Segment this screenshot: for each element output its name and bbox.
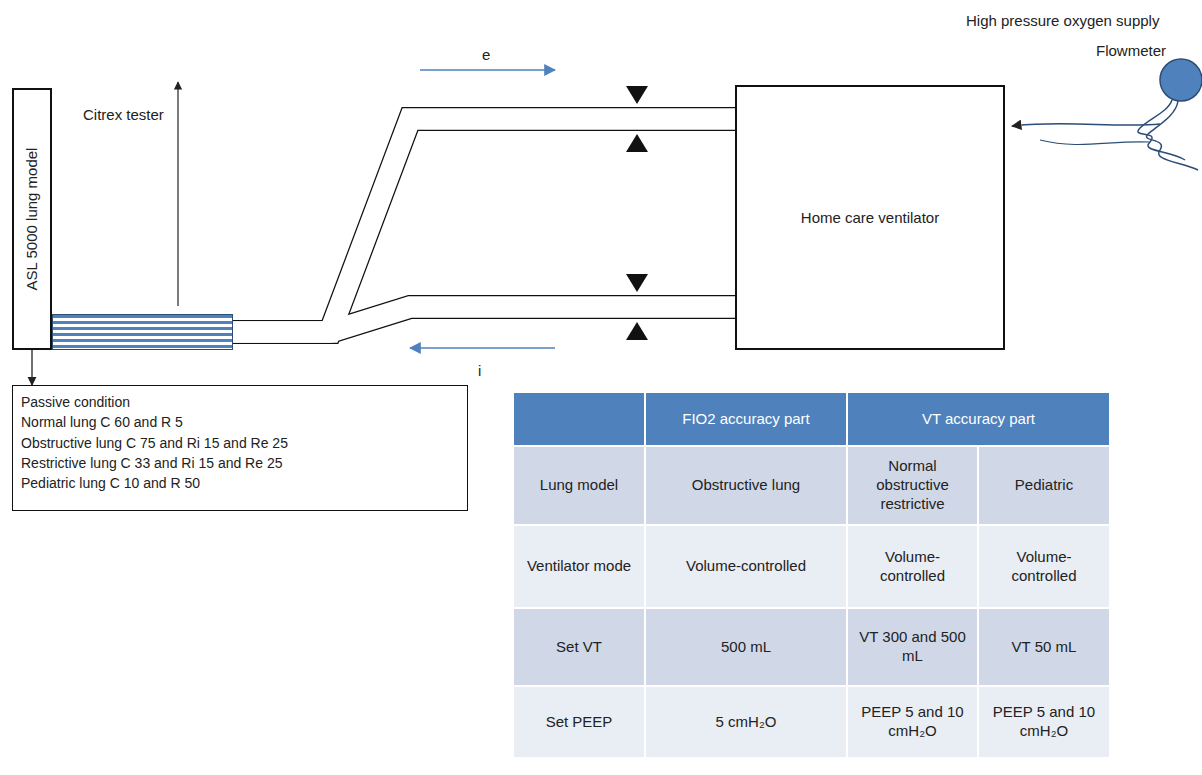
table-cell: Volume-controlled xyxy=(978,525,1110,608)
table-cell: Set PEEP xyxy=(513,686,645,758)
oxygen-hose xyxy=(1012,124,1160,126)
cell-text: 500 mL xyxy=(721,638,771,657)
table-cell: Volume-controlled xyxy=(847,525,978,608)
cell-text: Normal obstructive restrictive xyxy=(856,457,969,513)
condition-line: Obstructive lung C 75 and Ri 15 and Re 2… xyxy=(21,433,459,453)
device-label: Flowmeter xyxy=(1096,42,1166,61)
condition-line: Pediatric lung C 10 and R 50 xyxy=(21,473,459,493)
oxygen-hose xyxy=(1040,140,1150,145)
connector-line xyxy=(31,350,32,385)
leader-arrow xyxy=(177,82,178,306)
cell-text: Volume-controlled xyxy=(987,548,1101,586)
flowmeter-symbol xyxy=(1160,59,1202,101)
box-title: Home care ventilator xyxy=(801,208,939,228)
table-header-cell: VT accuracy part xyxy=(847,392,1110,446)
cell-text: Obstructive lung xyxy=(692,476,800,495)
flow-arrow xyxy=(420,69,555,71)
table-cell: Normal obstructive restrictive xyxy=(847,446,978,525)
supply-label: High pressure oxygen supply xyxy=(966,12,1159,31)
condition-line: Normal lung C 60 and R 5 xyxy=(21,412,459,432)
cell-text: FIO2 accuracy part xyxy=(682,410,810,429)
box-heading: Passive condition xyxy=(21,392,459,412)
cell-text: Set PEEP xyxy=(546,713,613,732)
flow-label: e xyxy=(482,46,490,65)
table-cell: Volume-controlled xyxy=(645,525,847,608)
table-cell: Ventilator mode xyxy=(513,525,645,608)
cell-text: Volume-controlled xyxy=(856,548,969,586)
table-header-cell: FIO2 accuracy part xyxy=(645,392,847,446)
table-cell: VT 50 mL xyxy=(978,608,1110,686)
table-cell: Set VT xyxy=(513,608,645,686)
table-header-cell xyxy=(513,392,645,446)
tube-wall xyxy=(233,119,735,332)
citrex-tester: Citrex tester xyxy=(52,314,233,350)
table-cell: 500 mL xyxy=(645,608,847,686)
cell-text: PEEP 5 and 10 cmH₂O xyxy=(856,703,969,741)
table-cell: VT 300 and 500 mL xyxy=(847,608,978,686)
device-label: Citrex tester xyxy=(83,105,164,125)
cell-text: PEEP 5 and 10 cmH₂O xyxy=(987,703,1101,741)
lung-model-box: ASL 5000 lung model xyxy=(12,88,52,350)
flow-label: i xyxy=(478,362,481,381)
valve-symbol xyxy=(626,274,648,292)
valve-symbol xyxy=(626,322,648,340)
table-cell: PEEP 5 and 10 cmH₂O xyxy=(847,686,978,758)
cell-text: Set VT xyxy=(556,638,602,657)
cell-text: VT 300 and 500 mL xyxy=(856,628,969,666)
ventilator-box: Home care ventilator xyxy=(735,85,1005,350)
table-cell: Pediatric xyxy=(978,446,1110,525)
tube-bore xyxy=(233,307,735,332)
tube-bore xyxy=(233,119,735,332)
box-title: ASL 5000 lung model xyxy=(22,148,42,291)
table-cell: Lung model xyxy=(513,446,645,525)
cell-text: VT accuracy part xyxy=(922,410,1035,429)
condition-line: Restrictive lung C 33 and Ri 15 and Re 2… xyxy=(21,453,459,473)
table-cell: PEEP 5 and 10 cmH₂O xyxy=(978,686,1110,758)
cell-text: Pediatric xyxy=(1015,476,1073,495)
cell-text: VT 50 mL xyxy=(1012,638,1077,657)
valve-symbol xyxy=(626,86,648,104)
cell-text: 5 cmH₂O xyxy=(716,713,777,732)
cell-text: Volume-controlled xyxy=(686,557,806,576)
oxygen-hose xyxy=(1147,101,1198,170)
tube-wall xyxy=(233,307,735,332)
valve-symbol xyxy=(626,134,648,152)
oxygen-hose xyxy=(1138,100,1185,160)
connector xyxy=(233,307,735,332)
flow-arrow xyxy=(410,347,555,349)
table-cell: 5 cmH₂O xyxy=(645,686,847,758)
cell-text: Lung model xyxy=(540,476,618,495)
table-cell: Obstructive lung xyxy=(645,446,847,525)
connector xyxy=(233,119,735,332)
cell-text: Ventilator mode xyxy=(527,557,631,576)
connector xyxy=(32,350,33,385)
condition-box: Passive conditionNormal lung C 60 and R … xyxy=(12,385,468,511)
